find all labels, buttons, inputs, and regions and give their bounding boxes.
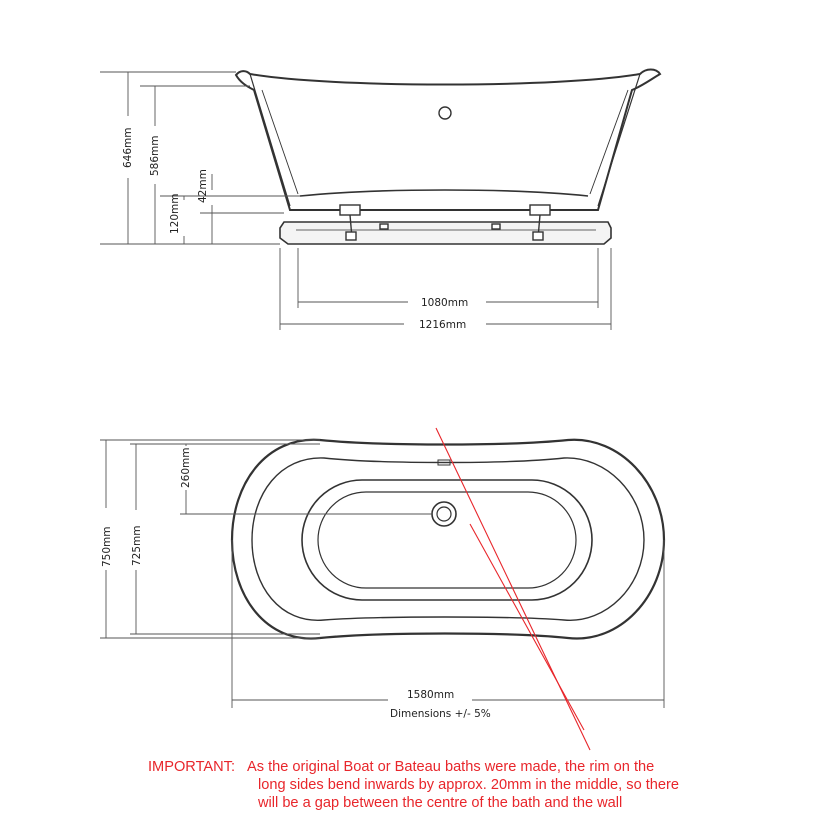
waste-icon (431, 501, 457, 527)
important-label: IMPORTANT: (148, 759, 236, 775)
height-646-label: 646mm (122, 128, 134, 169)
width-1216-label: 1216mm (419, 319, 466, 331)
bath-body-outer (234, 68, 662, 211)
side-vertical-dimensions (100, 71, 300, 245)
tolerance-label: Dimensions +/- 5% (390, 708, 491, 720)
side-horizontal-dimensions (279, 248, 612, 330)
width-725-label: 725mm (131, 526, 143, 567)
waste-260-label: 260mm (180, 448, 192, 489)
note-line-2: long sides bend inwards by approx. 20mm … (258, 777, 680, 793)
annotation-arrows (435, 427, 591, 751)
bath-basin (301, 479, 593, 601)
plinth (279, 221, 612, 245)
plan-dimensions (100, 439, 665, 708)
width-1080-label: 1080mm (421, 297, 468, 309)
height-120-label: 120mm (169, 194, 181, 235)
height-586-label: 586mm (149, 136, 161, 177)
plan-view (100, 438, 666, 708)
length-1580-label: 1580mm (407, 689, 454, 701)
feet (339, 204, 551, 241)
overflow-slot (437, 459, 451, 466)
height-42-label: 42mm (197, 169, 209, 203)
overflow-icon (438, 106, 452, 120)
note-line-1: As the original Boat or Bateau baths wer… (247, 759, 655, 775)
side-elevation (100, 68, 662, 330)
width-750-label: 750mm (101, 527, 113, 568)
rim-outer (230, 438, 666, 640)
note-line-3: will be a gap between the centre of the … (258, 795, 623, 811)
